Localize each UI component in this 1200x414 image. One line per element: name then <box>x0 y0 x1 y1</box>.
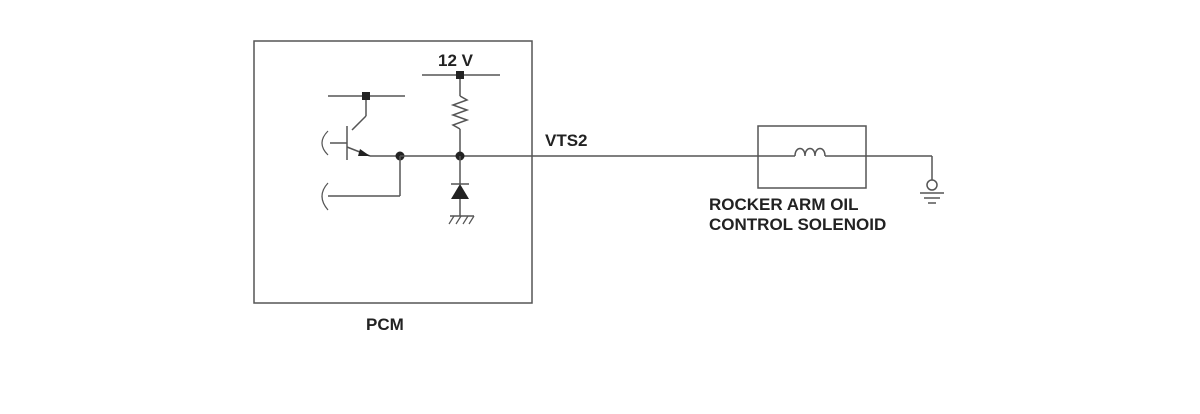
signal-wire <box>400 151 758 161</box>
solenoid-label-line2: CONTROL SOLENOID <box>709 215 886 234</box>
signal-line-label: VTS2 <box>545 131 588 150</box>
npn-transistor-icon <box>330 126 371 160</box>
ground-icon <box>920 156 944 204</box>
collector-supply-bar <box>328 92 405 131</box>
pcm-box <box>253 40 533 304</box>
supply-bar <box>422 71 500 79</box>
resistor-icon <box>450 79 470 155</box>
input-wave-lower <box>321 182 329 211</box>
solenoid-box <box>757 125 867 189</box>
diode-icon <box>451 156 469 216</box>
coil-icon <box>758 147 932 157</box>
emitter-path <box>328 151 405 197</box>
chassis-ground-icon <box>448 215 475 225</box>
input-wave-upper <box>321 130 329 156</box>
pcm-label: PCM <box>366 315 404 334</box>
supply-voltage-label: 12 V <box>438 51 474 70</box>
solenoid-label-line1: ROCKER ARM OIL <box>709 195 859 214</box>
